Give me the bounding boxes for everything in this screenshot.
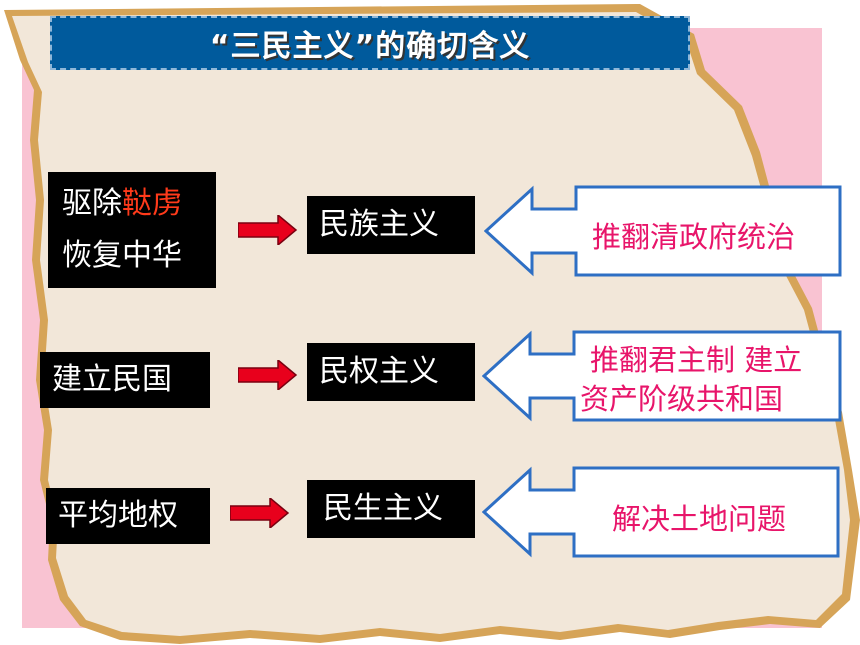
principle-label: 民权主义 <box>319 354 439 389</box>
slogan-box-1: 驱除鞑虏 恢复中华 <box>48 172 216 288</box>
page-title: “三民主义”的确切含义 <box>50 16 690 70</box>
callout-arrow-3 <box>482 466 840 558</box>
slogan-box-3: 平均地权 <box>46 488 210 544</box>
principle-label: 民族主义 <box>319 207 439 242</box>
slogan-text: 平均地权 <box>58 498 178 533</box>
slogan-text: 建立民国 <box>52 362 172 397</box>
meaning-text-2-line-2: 资产阶级共和国 <box>580 382 784 416</box>
principle-box-3: 民生主义 <box>307 480 475 538</box>
red-arrow-icon <box>238 360 298 390</box>
callout-arrow-1 <box>484 185 842 277</box>
red-arrow-icon <box>238 215 298 245</box>
meaning-text-3: 解决土地问题 <box>612 502 787 536</box>
principle-box-1: 民族主义 <box>307 196 475 254</box>
red-arrow-icon <box>230 498 290 528</box>
slogan-box-2: 建立民国 <box>40 352 210 408</box>
principle-box-2: 民权主义 <box>307 343 475 401</box>
slogan-text: 驱除 <box>62 186 122 221</box>
slogan-highlight: 鞑虏 <box>122 186 182 221</box>
callout-arrow-2 <box>482 330 842 422</box>
slogan-text: 恢复中华 <box>62 238 182 273</box>
meaning-text-2-line-1: 推翻君主制 建立 <box>590 343 803 377</box>
meaning-text-1: 推翻清政府统治 <box>592 220 796 254</box>
principle-label: 民生主义 <box>323 491 443 526</box>
